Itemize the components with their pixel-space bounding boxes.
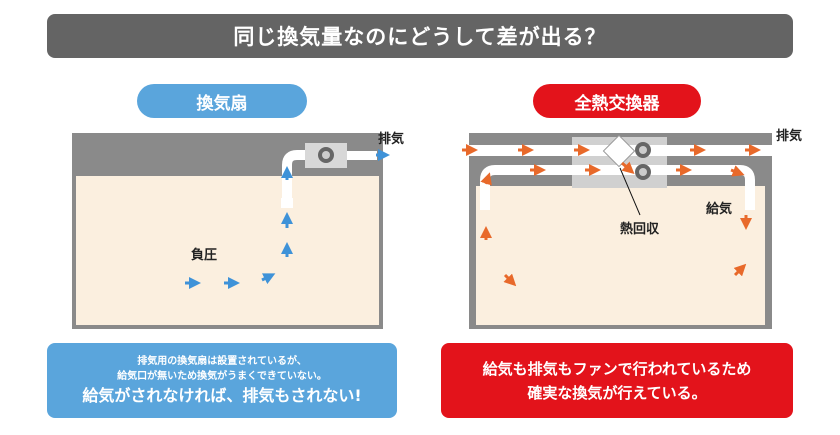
negative-pressure-label: 負圧 xyxy=(191,248,218,263)
heat-recovery-label: 熱回収 xyxy=(620,222,660,237)
heat-exchanger-house xyxy=(457,133,775,329)
heat-exchange-core-icon xyxy=(602,134,636,168)
exchanger-explanation-box: 給気も排気もファンで行われているため 確実な換気が行えている。 xyxy=(441,343,793,418)
page-title: 同じ換気量なのにどうして差が出る？ xyxy=(47,14,793,58)
exchanger-exhaust-label: 排気 xyxy=(776,129,803,144)
fan-note-line1: 排気用の換気扇は設置されているが、 xyxy=(137,355,307,367)
exchanger-note-line2: 確実な換気が行えている。 xyxy=(527,383,707,402)
fan-label-pill: 換気扇 xyxy=(137,84,307,118)
fan-house xyxy=(72,133,390,329)
fan-note-line2: 給気口が無いため換気がうまくできていない。 xyxy=(117,370,327,382)
fan-exhaust-label: 排気 xyxy=(378,132,405,147)
fan-note-emphasis: 給気がされなければ、排気もされない! xyxy=(82,385,362,405)
fan-explanation-box: 排気用の換気扇は設置されているが、 給気口が無いため換気がうまくできていない。 … xyxy=(47,343,397,418)
heat-exchanger-label-pill: 全熱交換器 xyxy=(533,84,701,118)
supply-label: 給気 xyxy=(706,202,733,217)
exchanger-note-line1: 給気も排気もファンで行われているため xyxy=(482,359,752,378)
